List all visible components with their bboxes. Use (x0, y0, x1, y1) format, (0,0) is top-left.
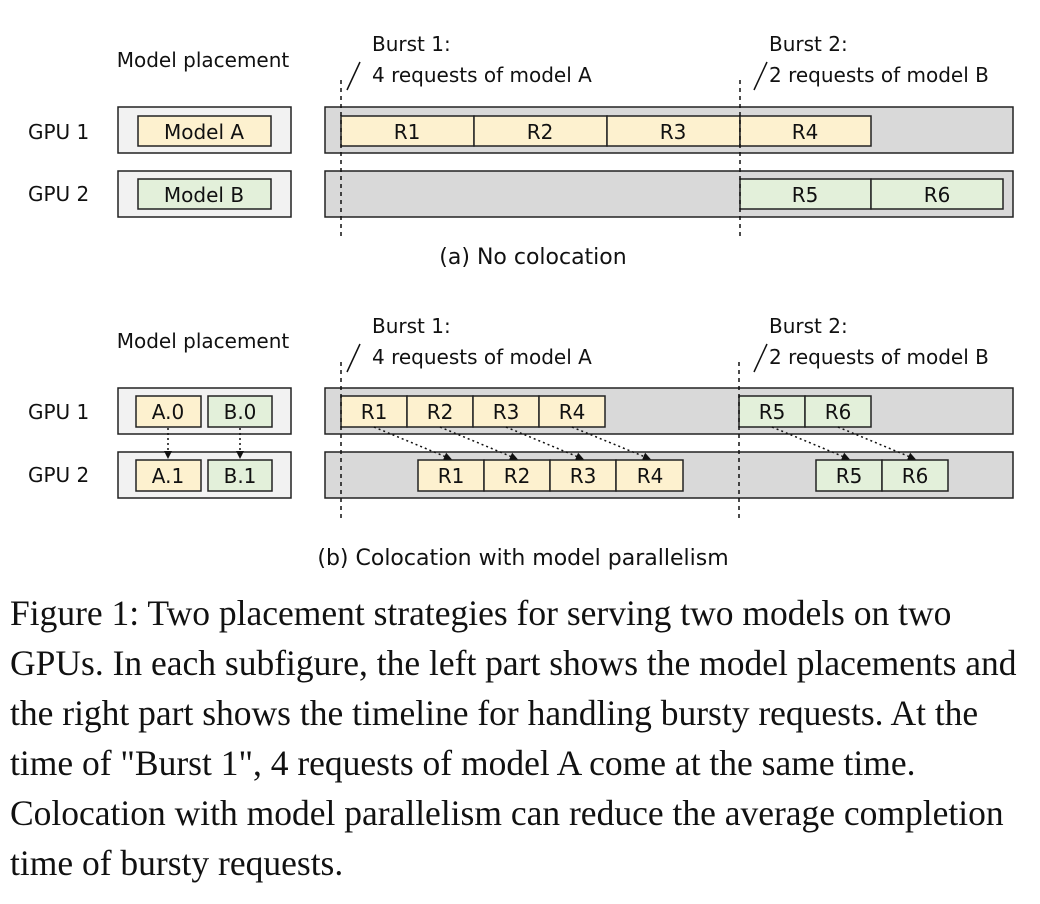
subfigure-b-caption: (b) Colocation with model parallelism (317, 546, 728, 571)
shard-label: B.1 (224, 464, 257, 488)
pipeline-arrow (439, 426, 518, 461)
panel-a: Model placement Burst 1: 4 requests of m… (28, 32, 1014, 270)
burst1-title: Burst 1: (372, 314, 451, 338)
figure-diagram: Model placement Burst 1: 4 requests of m… (28, 32, 1014, 571)
request-label: R2 (527, 120, 554, 144)
figure-caption: Figure 1: Two placement strategies for s… (10, 593, 1017, 883)
model-placement-title: Model placement (117, 48, 290, 72)
request-label: R2 (427, 400, 454, 424)
gpu2-label: GPU 2 (28, 182, 89, 206)
request-label: R4 (792, 120, 819, 144)
burst2-pointer (753, 61, 768, 91)
burst2-description: 2 requests of model B (769, 345, 989, 369)
pipeline-arrow (771, 426, 850, 461)
request-block (606, 115, 741, 147)
request-block (473, 115, 608, 147)
burst1-title: Burst 1: (372, 32, 451, 56)
burst2-title: Burst 2: (769, 314, 848, 338)
shard-block (135, 459, 202, 492)
burst2-title: Burst 2: (769, 32, 848, 56)
request-label: R6 (902, 464, 929, 488)
request-label: R5 (792, 183, 819, 207)
shard-label: A.1 (152, 464, 184, 488)
burst2-description: 2 requests of model B (769, 63, 989, 87)
request-block (615, 459, 684, 492)
model-placement-title: Model placement (117, 329, 290, 353)
request-label: R4 (559, 400, 586, 424)
request-label: R3 (660, 120, 687, 144)
request-block (815, 459, 883, 492)
request-label: R6 (924, 183, 951, 207)
shard-block (207, 395, 273, 428)
model-b-block (137, 178, 272, 210)
request-label: R5 (759, 400, 786, 424)
pipeline-arrow (373, 426, 452, 461)
shard-label: B.0 (224, 400, 257, 424)
gpu1-label: GPU 1 (28, 120, 89, 144)
request-block (483, 459, 551, 492)
gpu2-label: GPU 2 (28, 463, 89, 487)
gpu1-label: GPU 1 (28, 400, 89, 424)
request-label: R4 (637, 464, 664, 488)
request-label: R3 (493, 400, 520, 424)
request-label: R6 (825, 400, 852, 424)
burst1-pointer (346, 343, 361, 373)
shard-block (135, 395, 202, 428)
pipeline-arrow (837, 426, 916, 461)
subfigure-a-caption: (a) No colocation (439, 245, 626, 270)
model-a-label: Model A (164, 120, 244, 144)
shard-label: A.0 (152, 400, 184, 424)
request-label: R1 (361, 400, 388, 424)
request-label: R5 (836, 464, 863, 488)
request-label: R1 (394, 120, 421, 144)
panel-b: Model placement Burst 1: 4 requests of m… (28, 314, 1014, 571)
shard-block (207, 459, 273, 492)
request-block (881, 459, 949, 492)
request-label: R1 (438, 464, 465, 488)
burst2-pointer (753, 343, 768, 373)
pipeline-arrow (505, 426, 584, 461)
model-a-block (137, 115, 272, 147)
request-block (340, 115, 475, 147)
request-label: R2 (504, 464, 531, 488)
burst1-pointer (346, 61, 361, 91)
pipeline-arrow (571, 426, 651, 461)
burst1-description: 4 requests of model A (372, 345, 592, 369)
model-b-label: Model B (164, 183, 244, 207)
request-label: R3 (570, 464, 597, 488)
request-block (870, 178, 1004, 210)
request-block (406, 395, 474, 428)
burst1-description: 4 requests of model A (372, 63, 592, 87)
request-block (538, 395, 606, 428)
